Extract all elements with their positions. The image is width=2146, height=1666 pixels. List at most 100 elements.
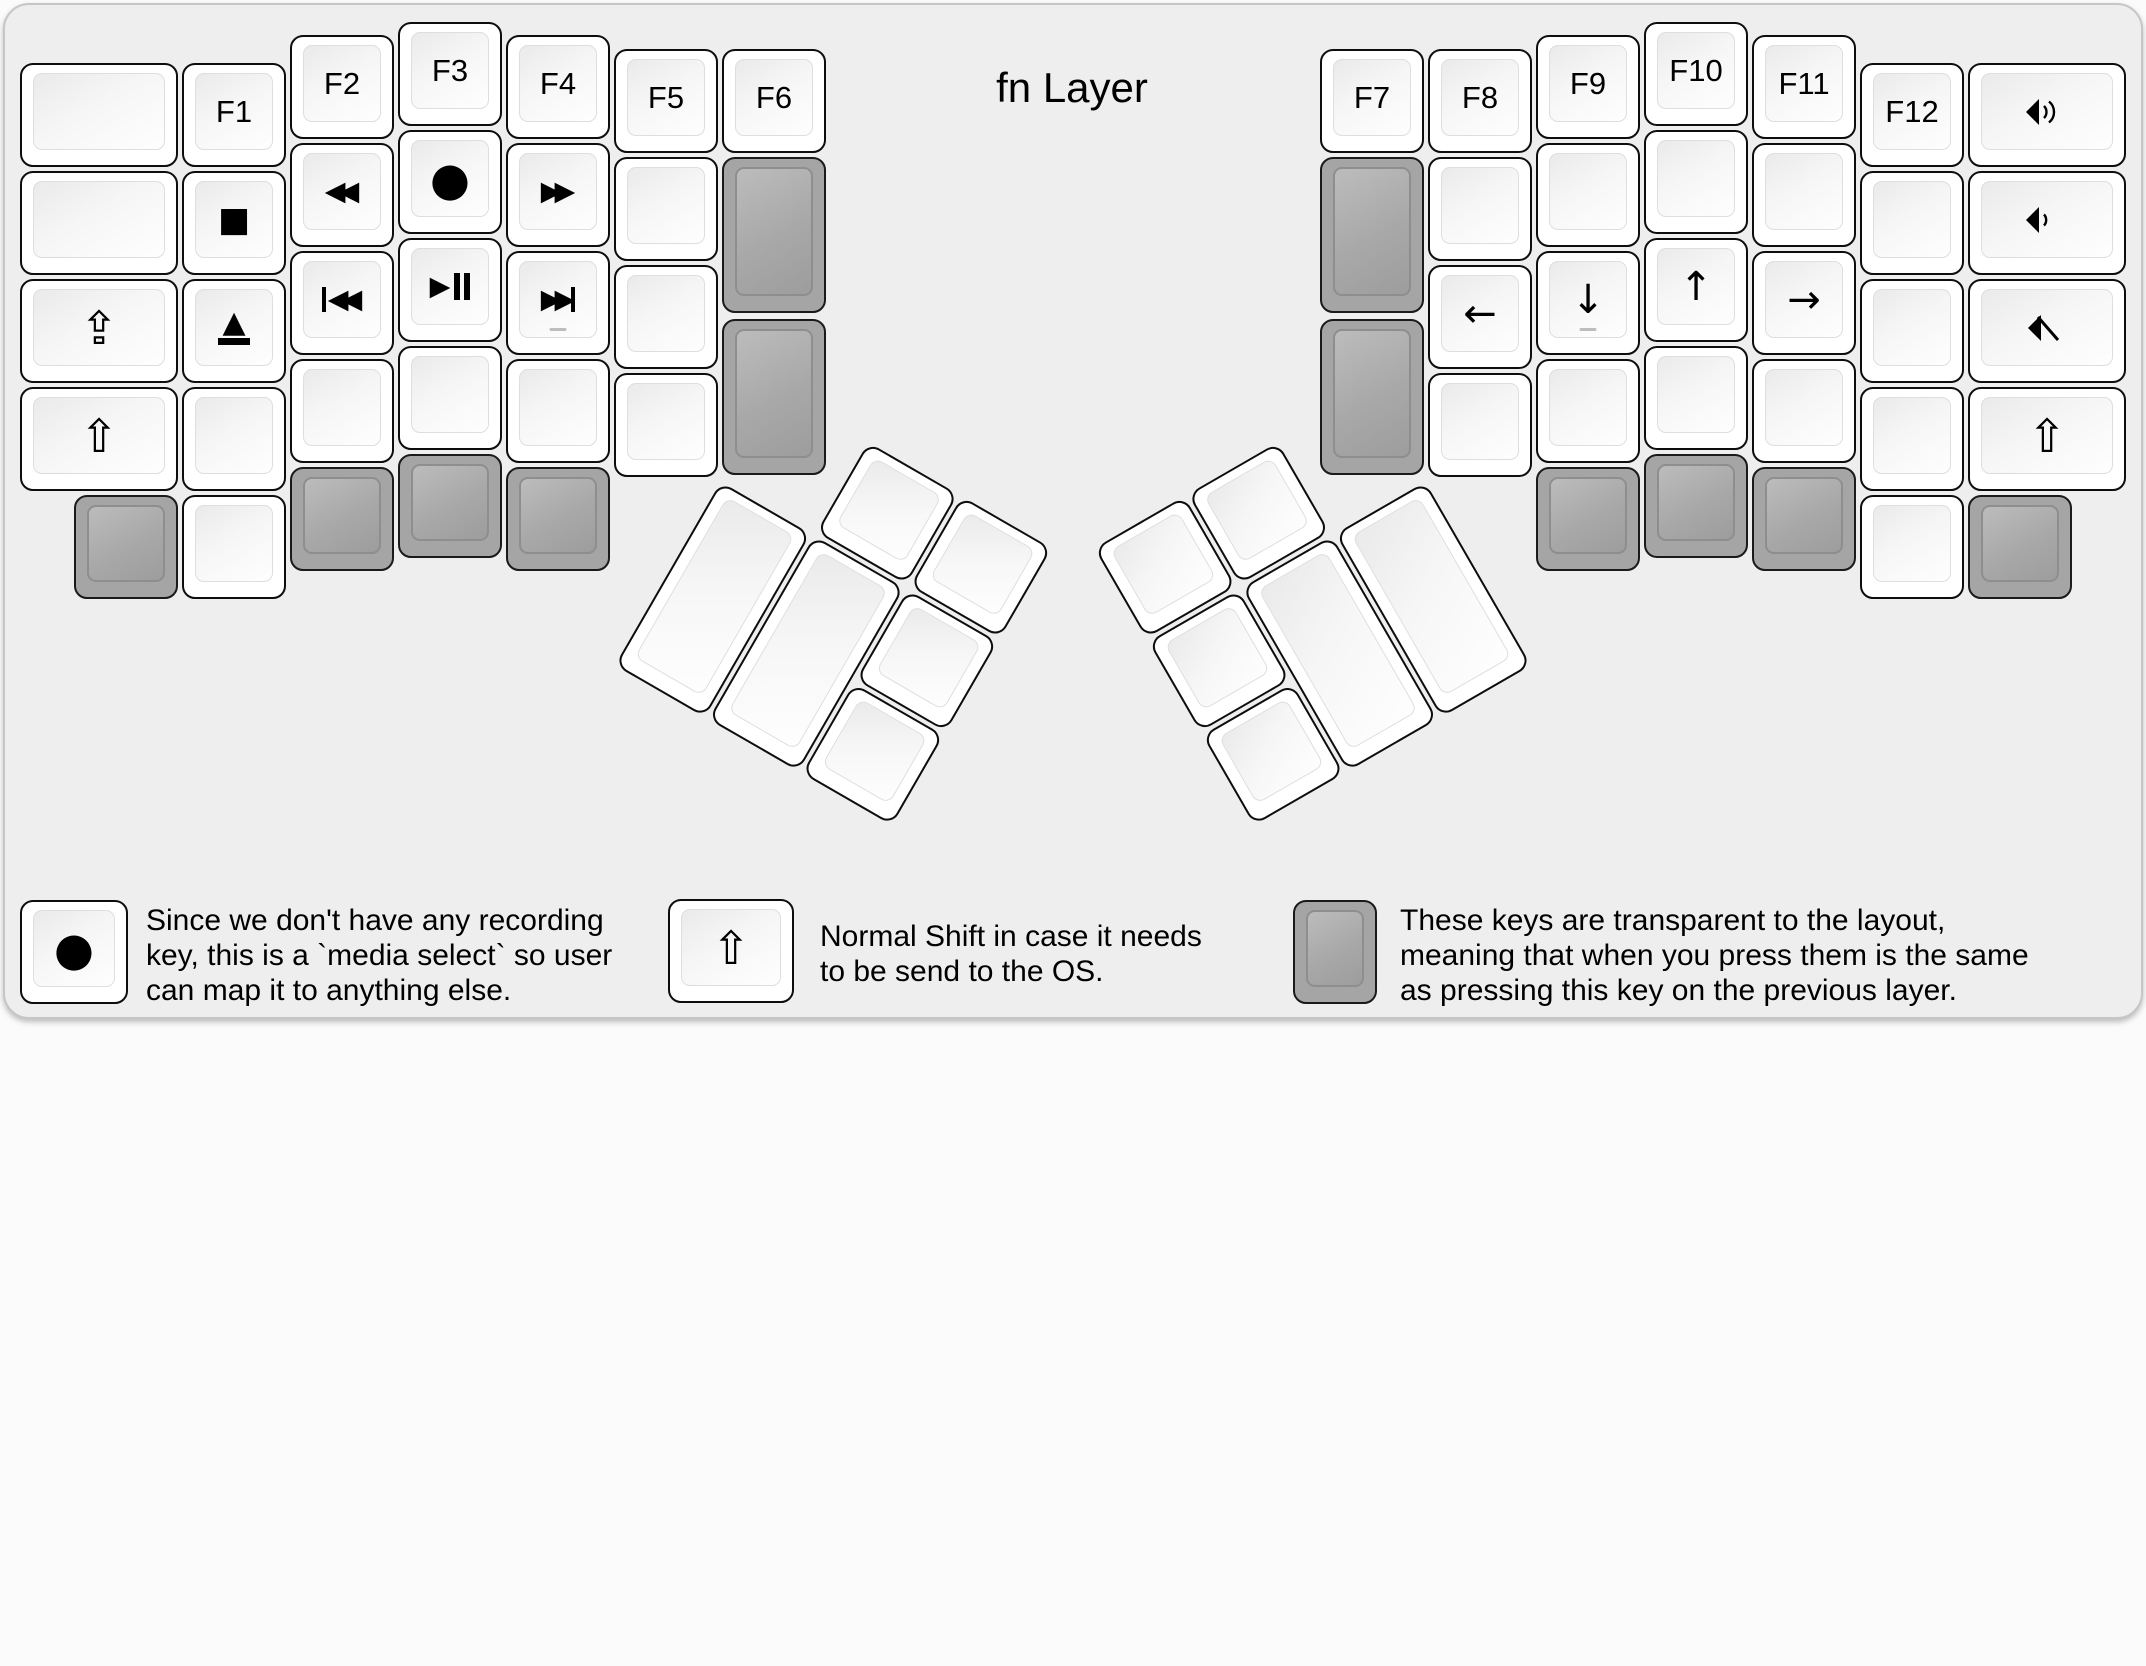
key-transparent-r-b5[interactable] xyxy=(1752,467,1856,571)
key-blank-l-c1r1[interactable] xyxy=(20,63,178,167)
key-f9[interactable]: F9 xyxy=(1536,35,1640,139)
key-blank-l-c6r4[interactable] xyxy=(614,373,718,477)
key-group-legend-samples: ●⇧ xyxy=(20,899,1377,1004)
caps-lock-icon: ⇪ xyxy=(79,300,119,355)
key-blank-r-c4r2[interactable] xyxy=(1644,130,1748,234)
key-f1[interactable]: F1 xyxy=(182,63,286,167)
keytop: ⇧ xyxy=(681,909,781,986)
keytop xyxy=(1306,910,1364,987)
key-volume-down[interactable] xyxy=(1968,171,2126,275)
key-media-next-track[interactable]: ▶▶ xyxy=(506,251,610,355)
key-transparent-r-inner1[interactable] xyxy=(1320,157,1424,313)
legend-line: key, this is a `media select` so user xyxy=(146,939,613,972)
key-transparent-r-inner2[interactable] xyxy=(1320,319,1424,475)
key-blank-r-c2r4[interactable] xyxy=(1428,373,1532,477)
arrow-left-icon: ← xyxy=(1463,290,1497,337)
key-arrow-down[interactable]: ↓ xyxy=(1536,251,1640,355)
keytop xyxy=(1333,167,1411,296)
key-blank-l-c5r4[interactable] xyxy=(506,359,610,463)
key-shift-left[interactable]: ⇧ xyxy=(20,387,178,491)
key-label: F1 xyxy=(215,93,253,129)
key-arrow-right[interactable]: → xyxy=(1752,251,1856,355)
key-volume-up[interactable] xyxy=(1968,63,2126,167)
key-blank-l-c4r4[interactable] xyxy=(398,346,502,450)
keytop xyxy=(1549,369,1627,446)
key-label: F6 xyxy=(755,79,793,115)
arrow-up-icon: ↑ xyxy=(1679,263,1713,310)
key-blank-l-c2r4[interactable] xyxy=(182,387,286,491)
key-mute[interactable] xyxy=(1968,279,2126,383)
keytop xyxy=(627,383,705,460)
homing-bar xyxy=(549,328,567,331)
keytop xyxy=(1441,167,1519,244)
key-arrow-up[interactable]: ↑ xyxy=(1644,238,1748,342)
key-blank-r-c6r2[interactable] xyxy=(1860,171,1964,275)
key-blank-l-c6r3[interactable] xyxy=(614,265,718,369)
keytop xyxy=(1981,181,2113,258)
key-label: F3 xyxy=(431,52,469,88)
key-f5[interactable]: F5 xyxy=(614,49,718,153)
key-transparent-l-b4[interactable] xyxy=(398,454,502,558)
key-transparent-l-b5[interactable] xyxy=(506,467,610,571)
keytop: F5 xyxy=(627,59,705,136)
key-blank-r-c6r3[interactable] xyxy=(1860,279,1964,383)
key-media-stop[interactable]: ■ xyxy=(182,171,286,275)
key-media-rewind[interactable]: ◀◀ xyxy=(290,143,394,247)
key-transparent-l-b1[interactable] xyxy=(74,495,178,599)
key-transparent-r-b4[interactable] xyxy=(1644,454,1748,558)
key-transparent-l-inner1[interactable] xyxy=(722,157,826,313)
key-f11[interactable]: F11 xyxy=(1752,35,1856,139)
key-media-fast-forward[interactable]: ▶▶ xyxy=(506,143,610,247)
keytop: ⇧ xyxy=(1981,397,2113,474)
homing-bar xyxy=(1579,328,1597,331)
key-transparent-l-b3[interactable] xyxy=(290,467,394,571)
volume-down-icon xyxy=(2026,206,2048,233)
key-f6[interactable]: F6 xyxy=(722,49,826,153)
keytop: F1 xyxy=(195,73,273,150)
keytop xyxy=(1765,369,1843,446)
key-blank-r-c3r4[interactable] xyxy=(1536,359,1640,463)
key-f12[interactable]: F12 xyxy=(1860,63,1964,167)
key-media-prev-track[interactable]: ◀◀ xyxy=(290,251,394,355)
key-blank-r-b6[interactable] xyxy=(1860,495,1964,599)
key-f10[interactable]: F10 xyxy=(1644,22,1748,126)
key-label: F4 xyxy=(539,65,577,101)
key-transparent-r-b1[interactable] xyxy=(1968,495,2072,599)
key-f4[interactable]: F4 xyxy=(506,35,610,139)
keytop xyxy=(1981,73,2113,150)
key-transparent-l-inner2[interactable] xyxy=(722,319,826,475)
key-shift-right[interactable]: ⇧ xyxy=(1968,387,2126,491)
key-blank-r-c5r4[interactable] xyxy=(1752,359,1856,463)
key-f2[interactable]: F2 xyxy=(290,35,394,139)
keytop: ⇪ xyxy=(33,289,165,366)
key-caps-lock[interactable]: ⇪ xyxy=(20,279,178,383)
key-blank-l-c1r2[interactable] xyxy=(20,171,178,275)
key-transparent-r-b3[interactable] xyxy=(1536,467,1640,571)
key-blank-r-c5r2[interactable] xyxy=(1752,143,1856,247)
key-f7[interactable]: F7 xyxy=(1320,49,1424,153)
keytop: ▲ xyxy=(195,289,273,366)
key-media-record[interactable]: ● xyxy=(398,130,502,234)
key-blank-r-c3r2[interactable] xyxy=(1536,143,1640,247)
key-blank-r-c6r4[interactable] xyxy=(1860,387,1964,491)
keytop xyxy=(735,167,813,296)
key-f8[interactable]: F8 xyxy=(1428,49,1532,153)
keytop xyxy=(1657,356,1735,433)
key-blank-r-c4r4[interactable] xyxy=(1644,346,1748,450)
next-track-icon: ▶▶ xyxy=(541,286,576,313)
key-arrow-left[interactable]: ← xyxy=(1428,265,1532,369)
key-blank-l-b2[interactable] xyxy=(182,495,286,599)
key-blank-l-c3r4[interactable] xyxy=(290,359,394,463)
key-blank-r-c2r2[interactable] xyxy=(1428,157,1532,261)
key-media-play-pause[interactable]: ▶ xyxy=(398,238,502,342)
key-f3[interactable]: F3 xyxy=(398,22,502,126)
keytop xyxy=(87,505,165,582)
keytop xyxy=(1549,153,1627,230)
keytop xyxy=(1981,505,2059,582)
key-media-eject[interactable]: ▲ xyxy=(182,279,286,383)
keytop xyxy=(1873,505,1951,582)
key-blank-l-c6r2[interactable] xyxy=(614,157,718,261)
play-pause-icon: ▶ xyxy=(430,273,471,300)
